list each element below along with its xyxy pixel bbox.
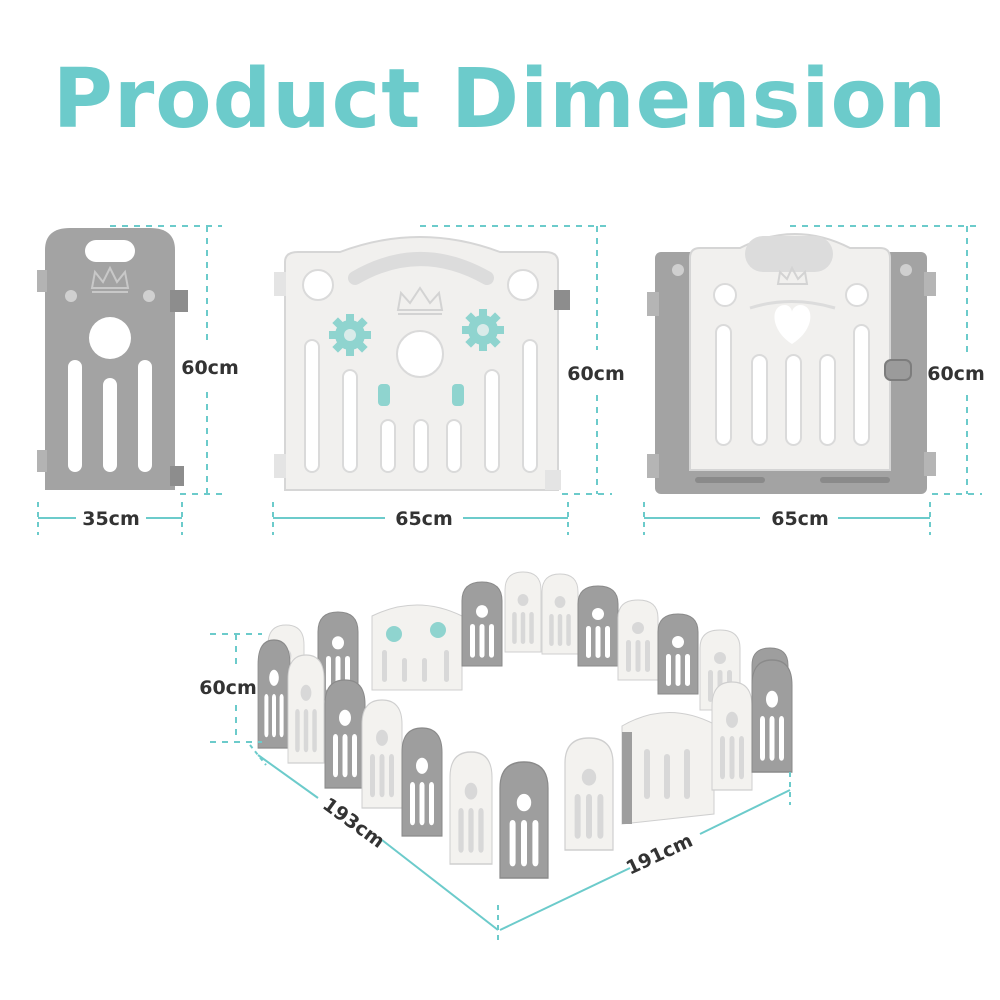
playpen-width-label: 191cm [623, 830, 696, 880]
toy-panel-height-label: 60cm [567, 363, 625, 385]
playpen-height-label: 60cm [199, 677, 257, 699]
toy-panel [274, 236, 570, 491]
gate-panel-width-line [643, 502, 931, 535]
crown-icon [396, 286, 444, 315]
crown-icon [776, 265, 809, 285]
playpen-width-line [499, 772, 791, 931]
gear-toy-icon [329, 314, 371, 356]
heart-icon [774, 305, 811, 344]
narrow-panel-width-label: 35cm [82, 508, 140, 530]
playpen-height-line [210, 633, 262, 743]
playpen-right-side [564, 659, 793, 851]
crown-icon [90, 265, 130, 293]
toy-panel-height-line [420, 225, 612, 495]
gate-panel-height-label: 60cm [927, 363, 985, 385]
narrow-panel-width-line [37, 502, 183, 535]
narrow-panel-height-label: 60cm [181, 357, 239, 379]
narrow-panel [37, 228, 188, 490]
playpen-depth-line [249, 744, 499, 945]
gate-panel-width-label: 65cm [771, 508, 829, 530]
gear-toy-icon [462, 309, 504, 351]
assembled-playpen [257, 571, 793, 890]
toy-panel-width-line [272, 502, 569, 535]
toy-panel-width-label: 65cm [395, 508, 453, 530]
narrow-panel-height-line [110, 225, 222, 495]
page-title: Product Dimension [52, 52, 948, 147]
gate-panel-height-line [790, 225, 982, 495]
gate-panel [647, 233, 936, 494]
playpen-back-row [267, 571, 789, 725]
